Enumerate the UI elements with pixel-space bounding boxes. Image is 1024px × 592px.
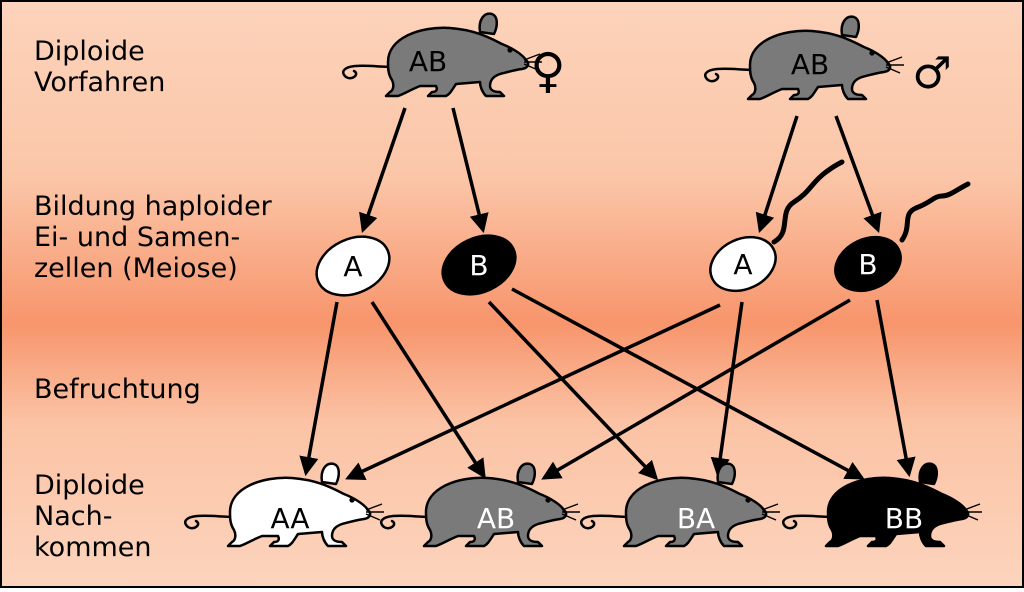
offspring-ab-genotype: AB xyxy=(477,502,515,535)
sperm-a: A xyxy=(709,235,777,293)
sperm-b-tail xyxy=(899,181,971,243)
sperm-b: B xyxy=(834,235,902,293)
sperm-a-label: A xyxy=(733,248,752,281)
offspring-ba-genotype: BA xyxy=(677,502,715,535)
arrow-mother-to-egg-b xyxy=(451,107,489,234)
arrow-sperm-b-to-bb xyxy=(875,299,916,478)
arrow-father-to-sperm-a xyxy=(755,115,799,234)
arrow-sperm-a-to-aa xyxy=(345,303,721,480)
label-parents: Diploide Vorfahren xyxy=(34,36,166,98)
label-fertilization: Befruchtung xyxy=(34,374,201,405)
arrow-egg-b-to-bb xyxy=(511,287,865,480)
arrow-egg-a-to-aa xyxy=(299,301,339,477)
arrow-mother-to-egg-a xyxy=(359,107,407,234)
meiosis-arrows xyxy=(359,107,882,234)
sperm-a-tail xyxy=(771,159,845,245)
arrow-father-to-sperm-b xyxy=(834,115,882,234)
arrow-sperm-a-to-ba xyxy=(710,301,744,478)
arrow-sperm-b-to-ab xyxy=(541,298,851,480)
offspring-aa-genotype: AA xyxy=(270,502,309,535)
arrow-egg-b-to-ba xyxy=(487,300,659,481)
mother-genotype: AB xyxy=(409,45,447,78)
fertilization-arrows xyxy=(299,287,916,481)
label-offspring: Diploide Nach- kommen xyxy=(34,470,152,563)
egg-a: A xyxy=(315,235,391,297)
father-genotype: AB xyxy=(791,48,829,81)
egg-b-label: B xyxy=(469,249,488,282)
arrow-egg-a-to-ab xyxy=(370,301,486,479)
egg-b: B xyxy=(441,234,517,296)
label-meiosis: Bildung haploider Ei- und Samen- zellen … xyxy=(34,191,272,284)
female-symbol: ♀ xyxy=(530,43,565,99)
egg-a-label: A xyxy=(343,250,362,283)
offspring-bb-genotype: BB xyxy=(885,502,923,535)
male-symbol: ♂ xyxy=(912,48,951,99)
sperm-b-label: B xyxy=(858,248,877,281)
